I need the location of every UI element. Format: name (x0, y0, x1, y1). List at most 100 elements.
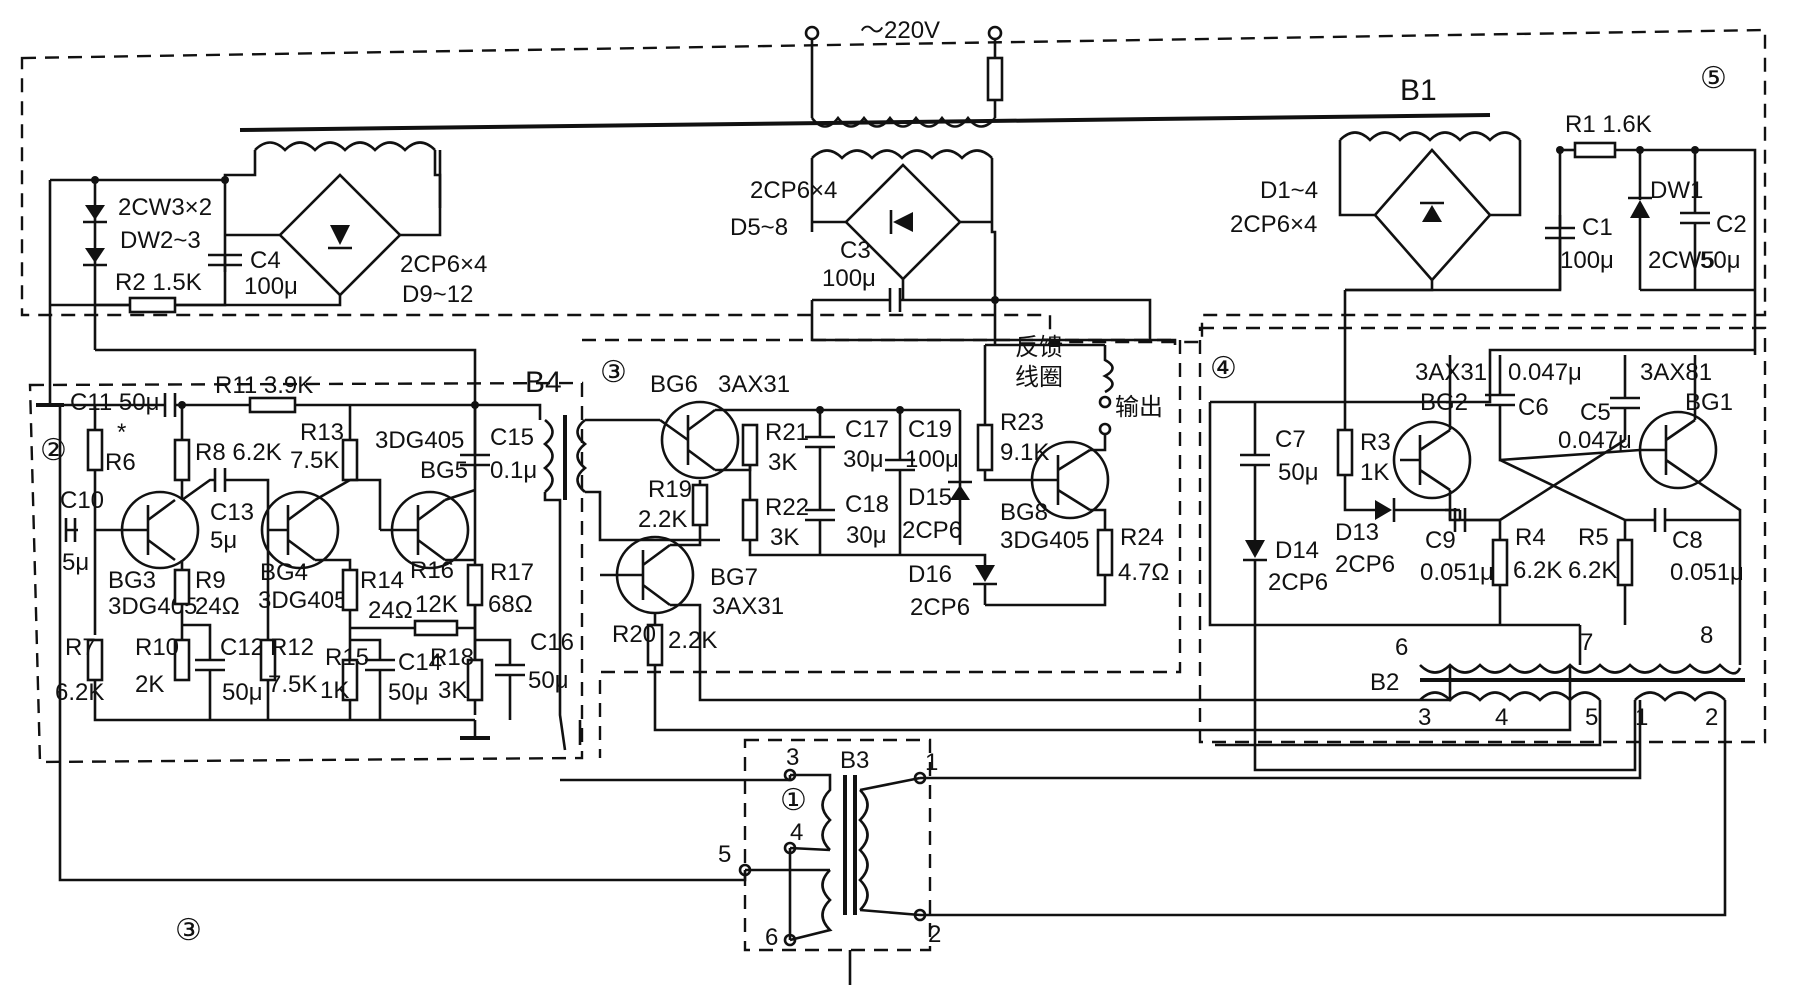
label-pins-p2: 2 (1705, 704, 1718, 731)
label-stage4-r5_val: 6.2K (1568, 557, 1617, 584)
label-stage2-c13_val: 5μ (210, 527, 237, 554)
label-stage2-r17: R17 (490, 559, 534, 586)
label-stage2-c14: C14 (398, 649, 442, 676)
label-psu_left-zener_ref: DW2~3 (120, 227, 201, 254)
label-stage3-bg7: BG7 (710, 564, 758, 591)
label-stage2-r11: R11 3.9K (215, 372, 313, 399)
bg2-transistor (1392, 420, 1472, 500)
label-stage4-c8: C8 (1672, 527, 1703, 554)
label-stage4-c7_val: 50μ (1278, 459, 1319, 486)
label-stage3-output: 输出 (1115, 394, 1163, 421)
label-stage3-bg6: BG6 (650, 371, 698, 398)
label-stage3-r21: R21 (765, 419, 809, 446)
label-stage3-r20: R20 (612, 621, 656, 648)
label-stage4-d14: D14 (1275, 537, 1319, 564)
label-stage3-bg7_type: 3AX31 (712, 593, 784, 620)
label-stage3-d15_type: 2CP6 (902, 517, 962, 544)
label-psu_left-bridge_ref: D9~12 (402, 281, 473, 308)
label-stage2-r6: R6 (105, 449, 136, 476)
label-stage4-r4: R4 (1515, 524, 1546, 551)
label-stage2-c10_val: 5μ (62, 549, 89, 576)
label-stage4-c7: C7 (1275, 426, 1306, 453)
label-stage2-bg5_type: 3DG405 (375, 427, 464, 454)
label-stage3-d16: D16 (908, 561, 952, 588)
label-pins-p8: 8 (1700, 622, 1713, 649)
mains-label: ～220V (860, 17, 940, 44)
label-stage4-d13_type: 2CP6 (1335, 551, 1395, 578)
label-stage3-c17_val: 30μ (843, 446, 884, 473)
label-stage4-bg1_type: 3AX81 (1640, 359, 1712, 386)
label-stage2-r18: R18 (430, 644, 474, 671)
label-stage2-c12: C12 (220, 634, 264, 661)
label-sections-s4: ④ (1210, 352, 1237, 385)
label-sections-s2: ② (40, 434, 67, 467)
label-pins-p5: 5 (718, 841, 731, 868)
label-stage3-bg6_type: 3AX31 (718, 371, 790, 398)
label-pins-p3: 3 (786, 744, 799, 771)
label-psu_right-diodes: D1~4 (1260, 177, 1318, 204)
label-psu_left-bridge: 2CP6×4 (400, 251, 487, 278)
label-stage2-r13_val: 7.5K (290, 447, 339, 474)
stage-2-amplifier: ② C11 50μ R11 3.9K * R6 R8 6.2K C10 5μ B… (40, 366, 588, 751)
label-stage3-feedback: 反馈 (1015, 334, 1063, 361)
label-stage2-bg4_type: 3DG405 (258, 587, 347, 614)
label-stage4-r5: R5 (1578, 524, 1609, 551)
label-stage3-r24_val: 4.7Ω (1118, 559, 1169, 586)
label-psu_left-r2: R2 1.5K (115, 269, 202, 296)
label-stage4-d14_type: 2CP6 (1268, 569, 1328, 596)
label-stage2-r10_val: 2K (135, 671, 164, 698)
label-stage2-c15_val: 0.1μ (490, 457, 537, 484)
label-pins-p4: 4 (1495, 704, 1508, 731)
label-stage4-r4_val: 6.2K (1513, 557, 1562, 584)
label-pins-p6: 6 (765, 924, 778, 951)
label-stage4-d13: D13 (1335, 519, 1379, 546)
label-pins-p1: 1 (1635, 704, 1648, 731)
label-stage3-c17: C17 (845, 416, 889, 443)
label-psu_right-c2_val: 50μ (1700, 247, 1741, 274)
label-stage4-bg2: BG2 (1420, 389, 1468, 416)
label-stage2-c16_val: 50μ (528, 667, 569, 694)
label-stage2-r14_val: 24Ω (368, 597, 413, 624)
label-pins-p5: 5 (1585, 704, 1598, 731)
psu-right: D1~4 2CP6×4 R1 1.6K C1 100μ DW1 2CW5 C2 … (1230, 62, 1757, 402)
label-psu_right-c1_val: 100μ (1560, 247, 1614, 274)
label-psu_right-c2_name: C2 (1716, 211, 1747, 238)
bg8-transistor (1030, 440, 1110, 520)
label-stage2-c11: C11 50μ (70, 389, 159, 416)
label-stage2-c16: C16 (530, 629, 574, 656)
bg4-transistor (260, 490, 340, 570)
label-psu_right-dw1_type: 2CW5 (1648, 247, 1715, 274)
label-stage2-r13_name: R13 (300, 419, 344, 446)
label-pins-p3: 3 (1418, 704, 1431, 731)
label-psu_right-c1_name: C1 (1582, 214, 1613, 241)
stage-4-multivibrator: ④ R3 1K C7 50μ D14 2CP6 D13 2CP6 3AX31 B… (920, 348, 1755, 917)
label-psu_left-c4_name: C4 (250, 247, 281, 274)
label-stage3-r23_val: 9.1K (1000, 439, 1049, 466)
label-stage3-c18: C18 (845, 491, 889, 518)
label-stage4-bg1: BG1 (1685, 389, 1733, 416)
label-psu_left-c4_val: 100μ (244, 273, 298, 300)
label-transformers-b3: B3 (840, 747, 869, 774)
label-stage3-coil: 线圈 (1015, 364, 1063, 391)
label-stage3-r19: R19 (648, 476, 692, 503)
label-sections-s3b: ③ (175, 914, 202, 947)
label-stage3-r20_val: 2.2K (668, 627, 717, 654)
label-stage2-r8: R8 6.2K (195, 439, 282, 466)
label-stage4-r3: R3 (1360, 429, 1391, 456)
label-stage2-r16_val: 12K (415, 591, 458, 618)
label-psu_mid-bridge: 2CP6×4 (750, 177, 837, 204)
label-psu_mid-bridge_ref: D5~8 (730, 214, 788, 241)
label-stage3-d15: D15 (908, 484, 952, 511)
bg6-transistor (660, 400, 740, 480)
psu-mid: 2CP6×4 D5~8 C3 100μ (730, 149, 1177, 345)
b1-label: B1 (1400, 74, 1437, 107)
label-psu_mid-c3_name: C3 (840, 237, 871, 264)
label-stage2-r10: R10 (135, 634, 179, 661)
label-stage2-bg5: BG5 (420, 457, 468, 484)
label-stage3-r23: R23 (1000, 409, 1044, 436)
label-transformers-b2: B2 (1370, 669, 1399, 696)
label-stage3-c19: C19 (908, 416, 952, 443)
label-stage2-c13: C13 (210, 499, 254, 526)
label-stage2-bg3: BG3 (108, 567, 156, 594)
